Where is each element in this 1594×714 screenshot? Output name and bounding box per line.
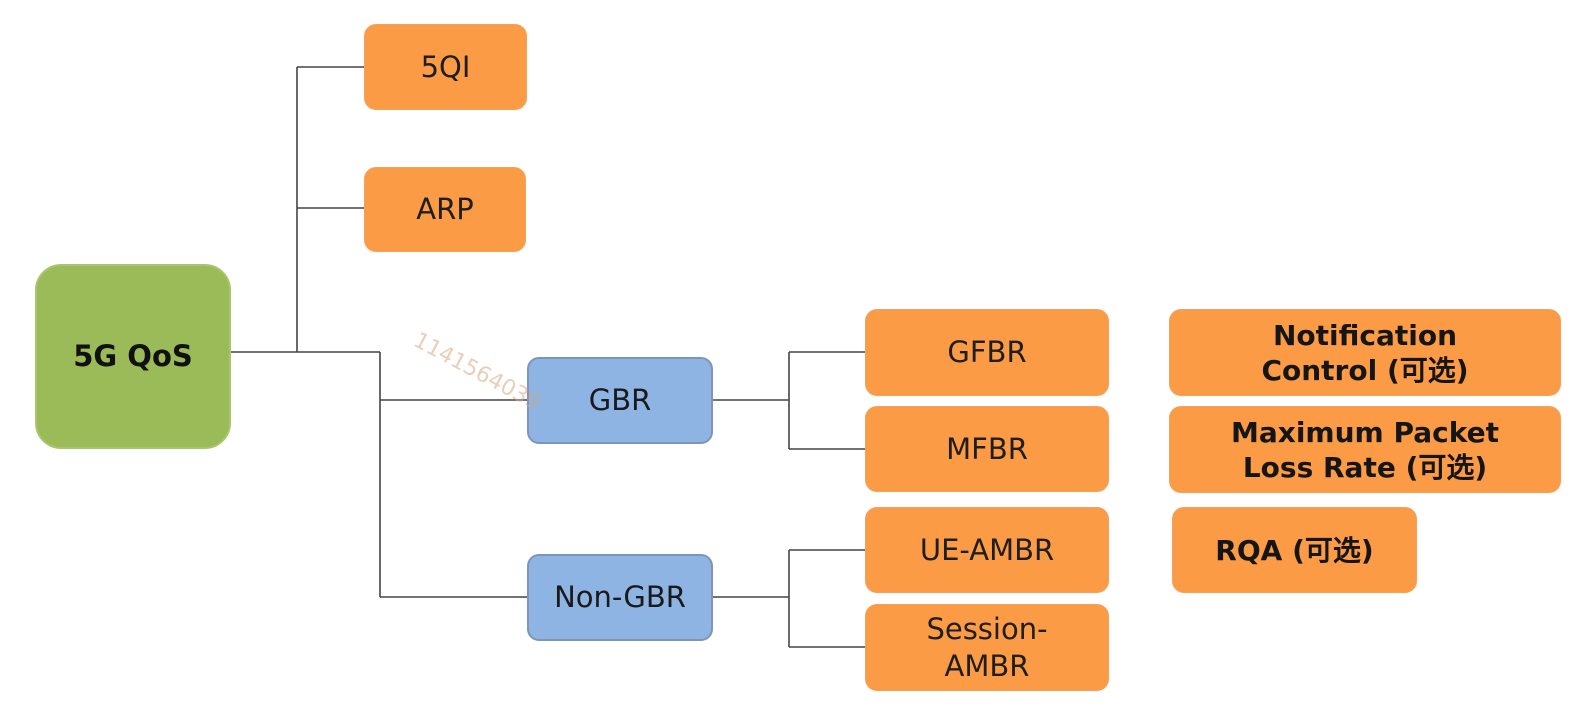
root-node-5g-qos: 5G QoS — [35, 264, 231, 449]
node-rqa: RQA (可选) — [1172, 507, 1417, 593]
node-session-ambr-line1: Session- — [926, 612, 1048, 647]
node-max-packet-loss-rate-line1: Maximum Packet — [1231, 415, 1499, 449]
node-max-packet-loss-rate: Maximum Packet Loss Rate (可选) — [1169, 406, 1561, 493]
node-mfbr-label: MFBR — [946, 431, 1028, 466]
node-gbr-label: GBR — [588, 383, 652, 418]
node-ue-ambr: UE-AMBR — [865, 507, 1109, 593]
node-5qi: 5QI — [364, 24, 527, 110]
node-notification-control: Notification Control (可选) — [1169, 309, 1561, 396]
node-5qi-label: 5QI — [420, 49, 471, 84]
node-session-ambr-line2: AMBR — [944, 648, 1030, 683]
node-arp-label: ARP — [416, 192, 474, 227]
node-rqa-label: RQA (可选) — [1215, 533, 1374, 567]
node-gbr: GBR — [527, 357, 713, 444]
node-session-ambr: Session- AMBR — [865, 604, 1109, 691]
node-non-gbr: Non-GBR — [527, 554, 713, 641]
node-notification-control-line1: Notification — [1272, 318, 1458, 352]
node-gfbr: GFBR — [865, 309, 1109, 396]
node-non-gbr-label: Non-GBR — [554, 580, 686, 615]
node-ue-ambr-label: UE-AMBR — [919, 532, 1055, 567]
root-node-label: 5G QoS — [73, 339, 193, 374]
node-gfbr-label: GFBR — [947, 335, 1027, 370]
node-notification-control-line2: Control (可选) — [1261, 353, 1469, 387]
node-max-packet-loss-rate-line2: Loss Rate (可选) — [1242, 450, 1488, 484]
node-mfbr: MFBR — [865, 406, 1109, 492]
node-arp: ARP — [364, 167, 526, 252]
